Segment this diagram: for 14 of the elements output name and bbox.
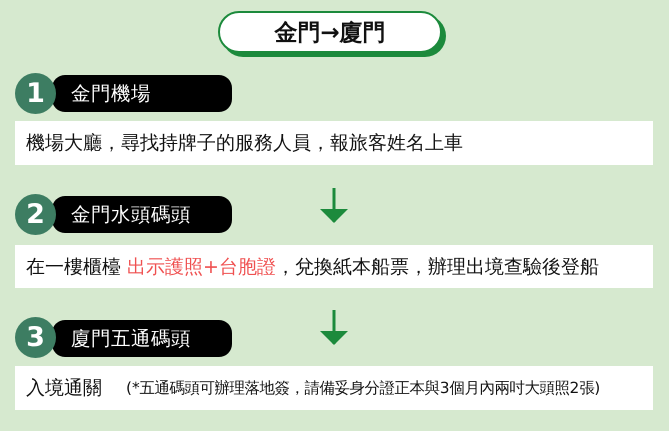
title-box: 金門→廈門: [218, 11, 446, 57]
arrow: [320, 188, 348, 223]
step-number-badge: 2: [15, 194, 56, 235]
instruction-band: 機場大廳，尋找持牌子的服務人員，報旅客姓名上車: [15, 121, 653, 165]
instruction-text: 入境通關: [26, 376, 102, 401]
instruction-band: [15, 366, 653, 410]
step-number-badge: 3: [15, 317, 56, 358]
instruction-band: 在一樓櫃檯 出示護照+台胞證，兌換紙本船票，辦理出境查驗後登船: [15, 245, 653, 288]
step-label: 金門水頭碼頭: [52, 196, 232, 233]
arrow: [320, 310, 348, 345]
step-label: 金門機場: [52, 75, 232, 112]
note-text: (*五通碼頭可辦理落地簽，請備妥身分證正本與3個月內兩吋大頭照2張): [126, 378, 600, 398]
step-number-badge: 1: [15, 73, 56, 114]
step-label: 廈門五通碼頭: [52, 320, 232, 357]
